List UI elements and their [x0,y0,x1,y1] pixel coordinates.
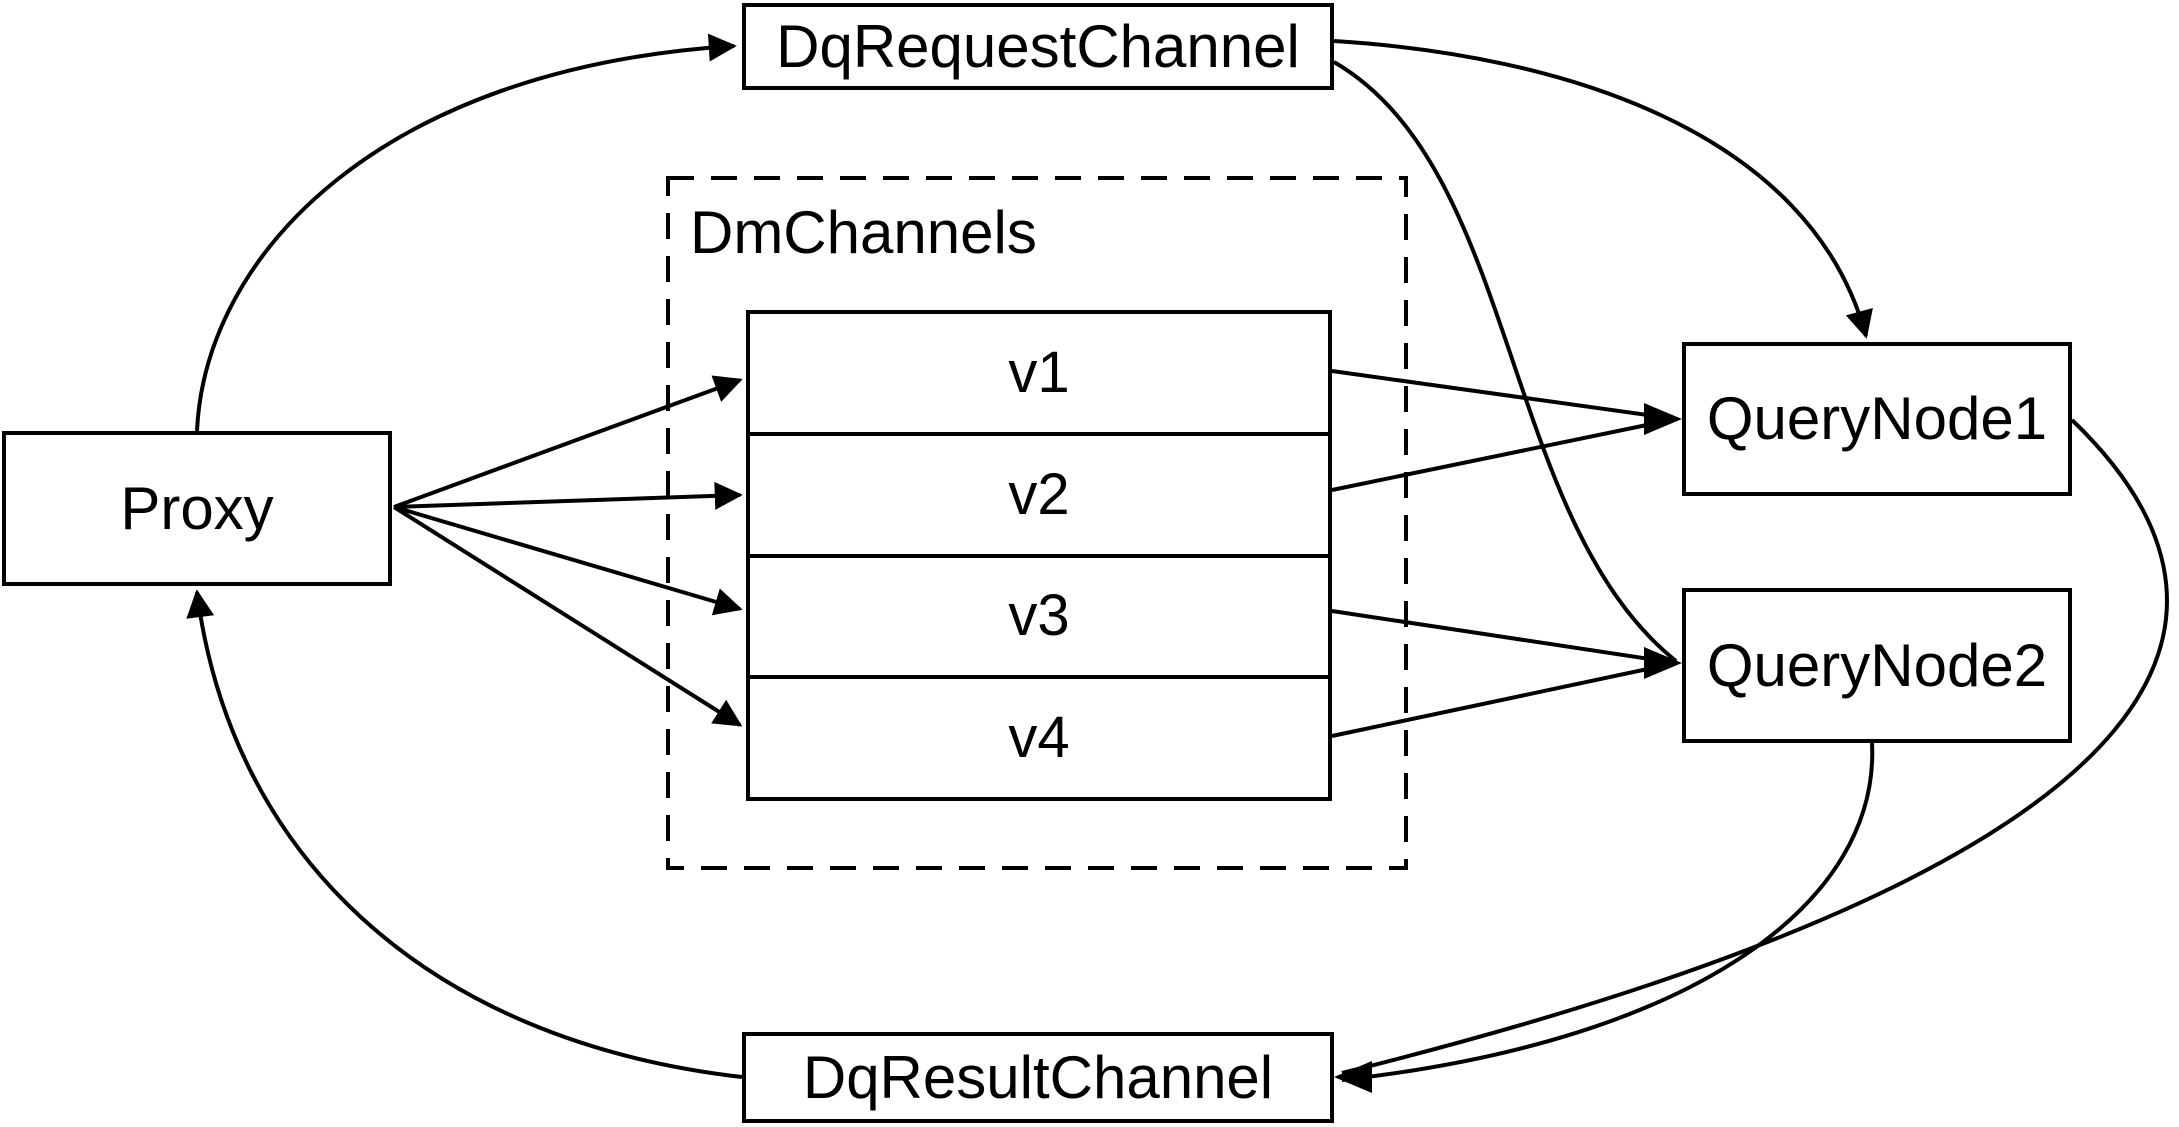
channel-row-v3: v3 [750,553,1328,676]
node-querynode2: QueryNode2 [1682,588,2072,743]
arrowhead-querynode2-left [1644,647,1682,679]
dmchannels-group-label: DmChannels [690,199,1037,266]
node-querynode1: QueryNode1 [1682,342,2072,496]
arrowhead-dqresultchannel-right [1334,1061,1372,1093]
edge-proxy-to-v1 [393,375,743,509]
edge-proxy-to-v4 [392,505,743,727]
node-proxy: Proxy [2,431,392,586]
channel-row-v3-label: v3 [1008,583,1070,649]
dmchannels-dashed-border [666,176,1408,870]
edge-proxy-to-dqrequestchannel [195,33,737,432]
edge-proxy-to-v3 [393,505,743,616]
edge-querynode2-to-dqresultchannel [1341,742,1875,1082]
edge-dqresultchannel-to-proxy [186,589,743,1079]
dmchannels-table: v1 v2 v3 v4 [746,310,1332,801]
edge-proxy-to-v2 [393,481,743,510]
edge-v3-to-querynode2 [1331,609,1677,665]
edge-v4-to-querynode2 [1331,661,1677,738]
node-querynode2-label: QueryNode2 [1706,631,2048,699]
channel-row-v2-label: v2 [1008,461,1070,527]
node-dqresultchannel: DqResultChannel [742,1032,1334,1123]
node-querynode1-label: QueryNode1 [1706,385,2048,452]
arrowhead-querynode1-left [1644,403,1682,435]
channel-row-v4-label: v4 [1008,705,1070,771]
edge-dqrequestchannel-to-querynode2 [1332,60,1678,663]
edge-querynode1-to-dqresultchannel [1341,418,2169,1075]
channel-row-v2: v2 [750,431,1328,554]
node-dqrequestchannel-label: DqRequestChannel [776,12,1300,80]
edge-dqrequestchannel-to-querynode1 [1333,39,1873,339]
node-proxy-label: Proxy [120,474,274,542]
node-dqrequestchannel: DqRequestChannel [742,3,1334,90]
channel-row-v1: v1 [750,314,1328,432]
edge-v1-to-querynode1 [1331,369,1677,421]
node-dqresultchannel-label: DqResultChannel [802,1043,1274,1111]
channel-row-v4: v4 [750,675,1328,797]
channel-row-v1-label: v1 [1008,339,1070,405]
edge-v2-to-querynode1 [1331,417,1677,492]
